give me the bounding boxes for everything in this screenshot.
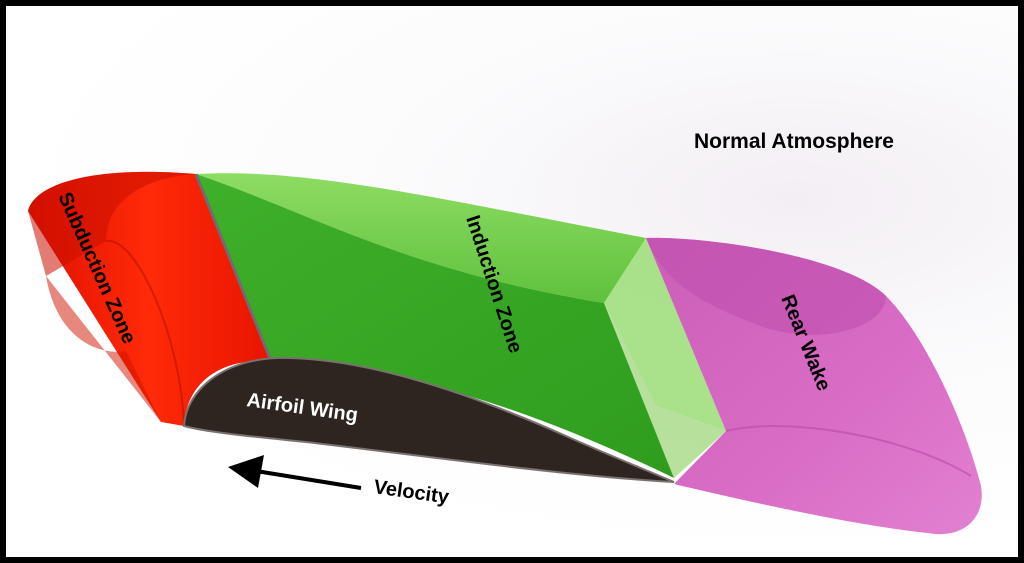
airfoil-wing-shape [182,356,675,483]
velocity-arrow [228,455,362,490]
subduction-zone-shape [28,171,271,427]
velocity-label: Velocity [372,476,451,508]
induction-zone-shape [194,173,726,478]
wing-zones-diagram: Normal Atmosphere Subduction Zone Induct… [28,130,982,535]
normal-atmosphere-label: Normal Atmosphere [694,130,894,153]
rear-wake-shape [646,237,982,535]
